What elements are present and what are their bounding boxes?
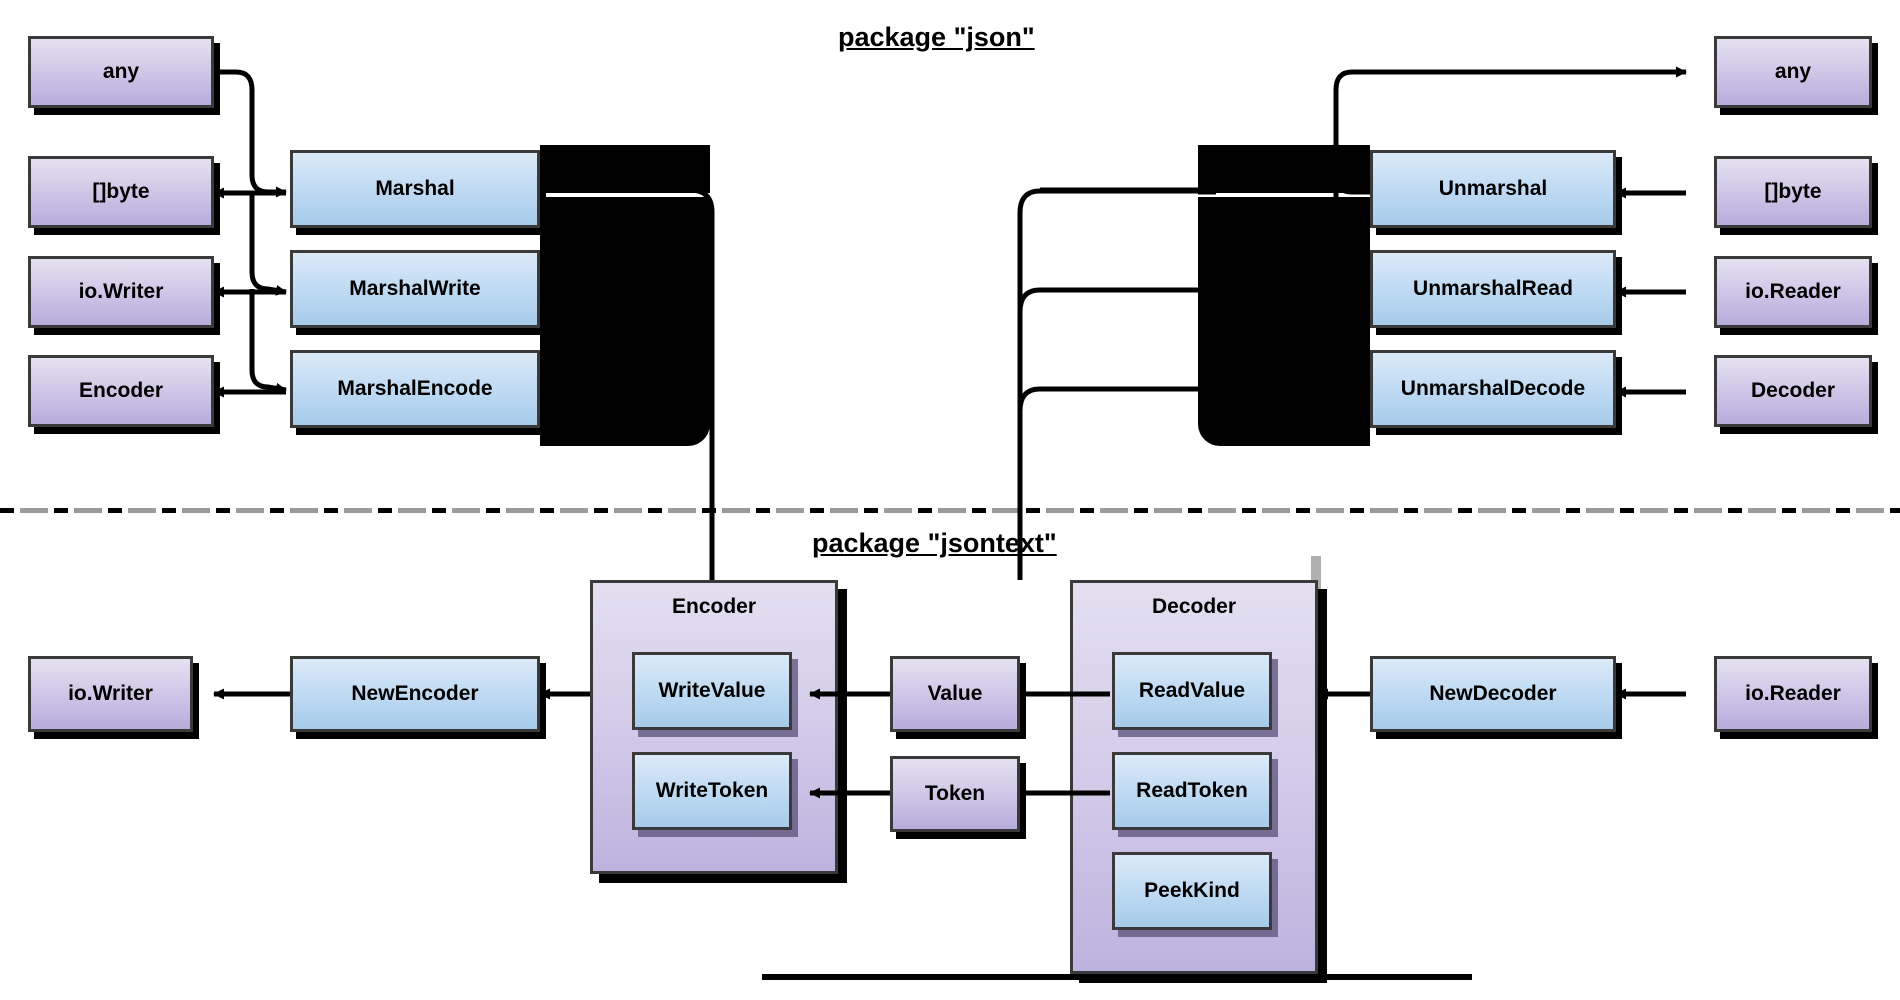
artifact-right-3 <box>1198 243 1370 348</box>
node-iowriter-top[interactable]: io.Writer <box>28 256 214 328</box>
node-label: UnmarshalRead <box>1413 277 1573 300</box>
artifact-left-1 <box>540 145 710 193</box>
node-label: []byte <box>92 180 150 203</box>
node-newencoder[interactable]: NewEncoder <box>290 656 540 732</box>
node-label: Decoder <box>1750 379 1836 402</box>
node-writetoken[interactable]: WriteToken <box>632 752 792 830</box>
node-label: MarshalEncode <box>337 377 493 400</box>
node-marshalencode[interactable]: MarshalEncode <box>290 350 540 428</box>
node-token[interactable]: Token <box>890 756 1020 832</box>
node-label: any <box>1774 60 1812 83</box>
node-label: UnmarshalDecode <box>1400 377 1586 400</box>
node-peekkind[interactable]: PeekKind <box>1112 852 1272 930</box>
node-any-left[interactable]: any <box>28 36 214 108</box>
caption-package-jsontext: package "jsontext" <box>812 528 1057 559</box>
node-bytes-left[interactable]: []byte <box>28 156 214 228</box>
node-label: Token <box>924 782 986 805</box>
node-marshalwrite[interactable]: MarshalWrite <box>290 250 540 328</box>
node-label: PeekKind <box>1144 879 1240 902</box>
node-decoder-type[interactable]: Decoder <box>1714 355 1872 427</box>
node-label: Value <box>927 682 983 705</box>
node-label: io.Writer <box>68 682 153 705</box>
node-writevalue[interactable]: WriteValue <box>632 652 792 730</box>
node-label: NewDecoder <box>1429 682 1557 705</box>
node-label: Unmarshal <box>1438 177 1548 200</box>
group-encoder-title: Encoder <box>671 595 757 618</box>
node-label: Marshal <box>375 177 455 200</box>
node-readtoken[interactable]: ReadToken <box>1112 752 1272 830</box>
node-marshal[interactable]: Marshal <box>290 150 540 228</box>
artifact-left-4 <box>540 348 710 446</box>
node-label: any <box>102 60 140 83</box>
node-label: ReadValue <box>1138 679 1246 702</box>
node-value[interactable]: Value <box>890 656 1020 732</box>
node-label: WriteValue <box>658 679 766 702</box>
node-unmarshaldecode[interactable]: UnmarshalDecode <box>1370 350 1616 428</box>
caption-jsontext-text: package "jsontext" <box>812 528 1057 558</box>
node-label: ReadToken <box>1136 779 1248 802</box>
caption-package-json: package "json" <box>838 22 1035 53</box>
node-label: []byte <box>1764 180 1822 203</box>
artifact-gray-bar <box>1311 556 1321 594</box>
node-label: io.Reader <box>1745 280 1841 303</box>
node-unmarshal[interactable]: Unmarshal <box>1370 150 1616 228</box>
package-divider <box>0 508 1900 513</box>
artifact-left-3 <box>540 243 710 348</box>
node-label: io.Reader <box>1745 682 1841 705</box>
node-ioreader-top[interactable]: io.Reader <box>1714 256 1872 328</box>
artifact-right-1 <box>1198 145 1370 193</box>
node-any-right[interactable]: any <box>1714 36 1872 108</box>
node-readvalue[interactable]: ReadValue <box>1112 652 1272 730</box>
artifact-right-4 <box>1198 348 1370 446</box>
node-newdecoder[interactable]: NewDecoder <box>1370 656 1616 732</box>
node-unmarshalread[interactable]: UnmarshalRead <box>1370 250 1616 328</box>
node-ioreader-bottom[interactable]: io.Reader <box>1714 656 1872 732</box>
node-label: Encoder <box>78 379 164 402</box>
node-label: NewEncoder <box>351 682 479 705</box>
node-encoder-type[interactable]: Encoder <box>28 355 214 427</box>
node-bytes-right[interactable]: []byte <box>1714 156 1872 228</box>
node-iowriter-bottom[interactable]: io.Writer <box>28 656 193 732</box>
node-label: WriteToken <box>655 779 769 802</box>
group-decoder[interactable]: Decoder <box>1070 580 1318 974</box>
node-label: io.Writer <box>78 280 164 303</box>
caption-json-text: package "json" <box>838 22 1035 52</box>
node-label: MarshalWrite <box>349 277 481 300</box>
group-decoder-title: Decoder <box>1151 595 1237 618</box>
